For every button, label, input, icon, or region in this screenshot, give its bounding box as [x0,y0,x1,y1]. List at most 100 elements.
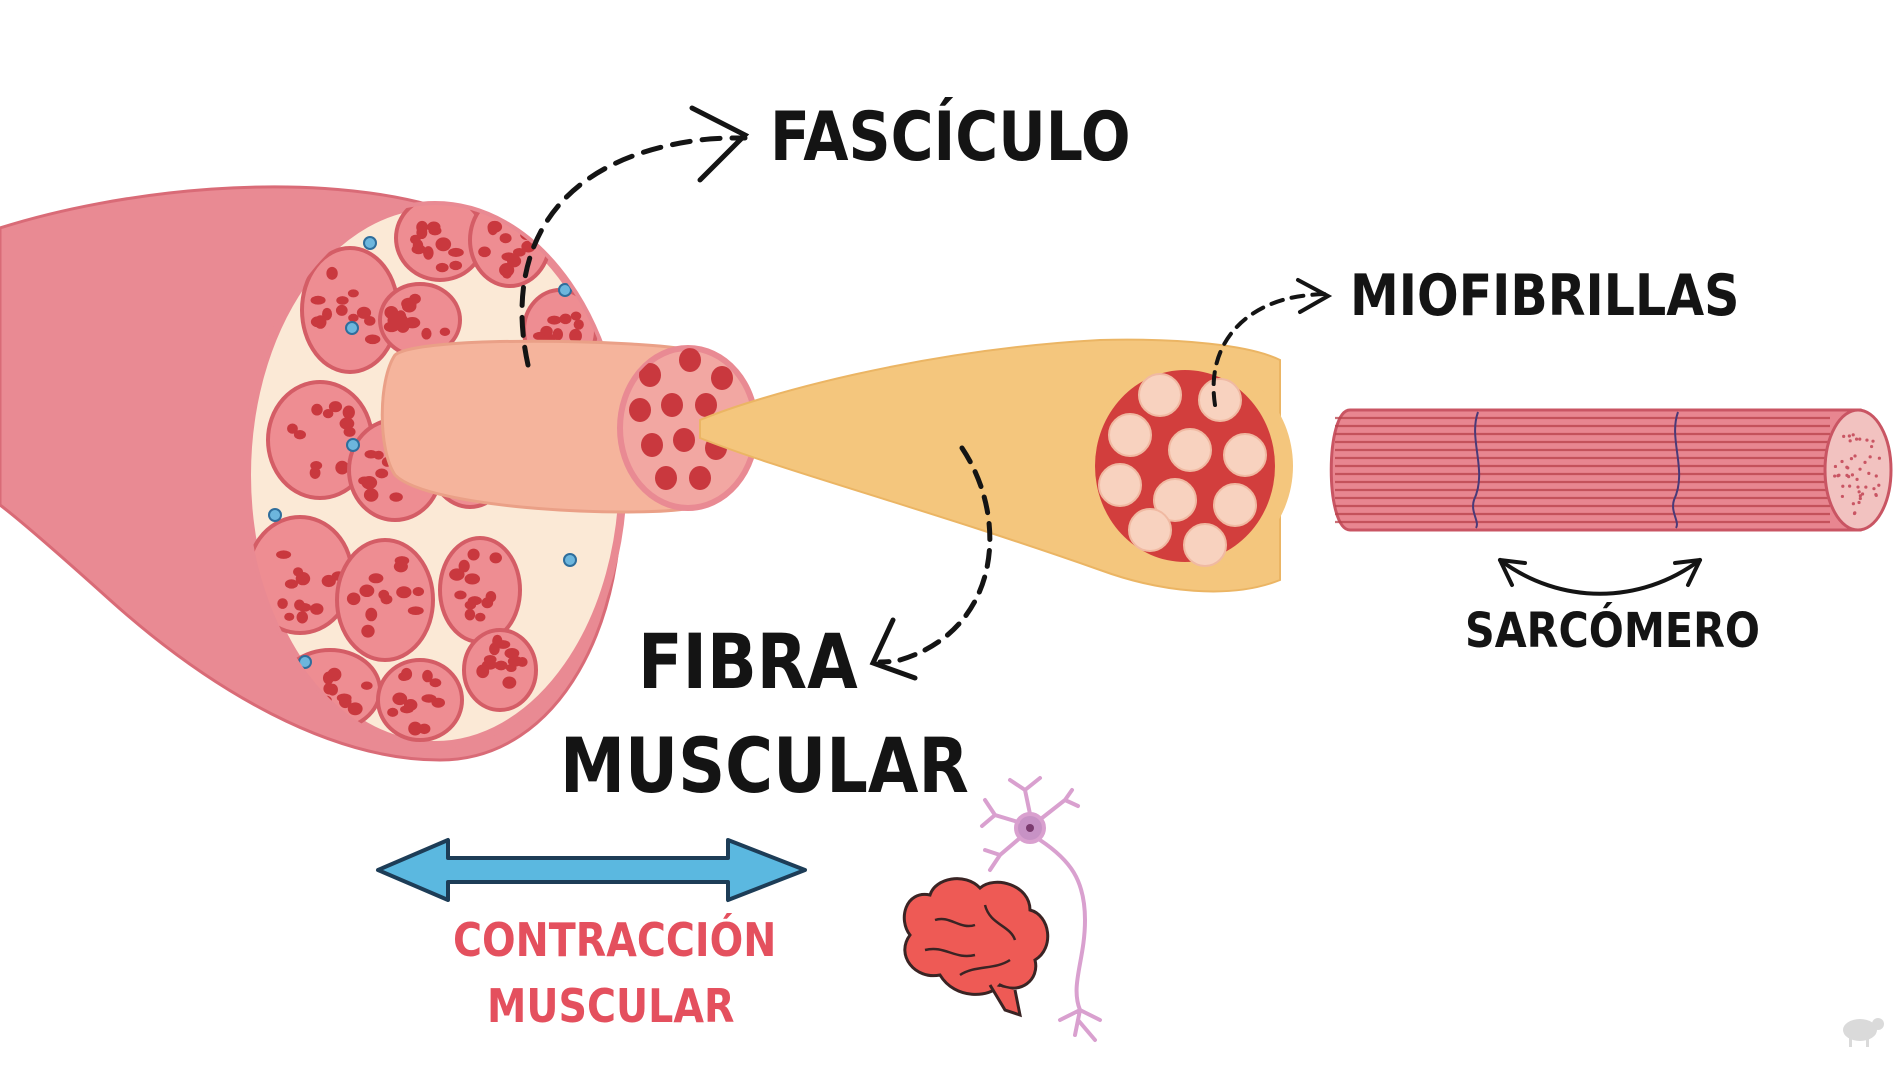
fiber-spot [679,348,701,372]
fascicle-spot [401,299,417,313]
fascicle-spot [339,417,355,430]
sarcomere-dot [1847,434,1851,438]
sarcomere-range-arrow [1498,558,1702,596]
fascicle-spot [411,244,426,255]
myofibril-circle [1128,508,1172,552]
fascicle-spot [365,607,378,622]
fascicle [438,536,522,644]
dashed-arrow-fasciculo [519,135,748,368]
fascicle-spot [396,586,412,599]
fascicle-spot [348,313,359,322]
sarcomere-dot [1869,444,1874,449]
myofibril-circle [1138,373,1182,417]
fascicle-spot [454,590,467,600]
fascicle-spot [467,596,482,606]
sarcomere-dot [1841,484,1845,488]
myofibril-circle [1153,478,1197,522]
fascicle-spot [502,676,517,689]
fascicle-spot [310,295,326,305]
label-fasciculo: FASCÍCULO [770,98,1131,177]
fascicle-spot [361,476,378,490]
sarcomere-dot [1833,464,1838,469]
sarcomere-dot [1850,473,1855,477]
sarcomere-dot [1840,459,1844,464]
myofibril-circle [1183,523,1227,567]
fascicle-spot [322,671,334,685]
fiber-spot [629,398,651,422]
nucleus-dot [268,508,282,522]
double-arrow-icon [376,838,807,902]
fascicle-spot [314,315,327,329]
fascicle-spot [392,313,408,326]
fascicle-spot [338,694,352,709]
fascicle-spot [364,449,378,459]
sarcomere-dot [1857,500,1861,505]
fascicle-spot [573,319,584,330]
fascicle-spot [359,584,375,598]
neuron-icon [980,776,1102,1042]
fascicle-spot [309,466,321,479]
fiber-spot [661,393,683,417]
label-fibra-muscular-line2: MUSCULAR [560,721,969,810]
fascicle-spot [364,315,376,326]
nucleus-dot [346,438,360,452]
sarcomere-dot [1865,438,1869,442]
fascicle-spot [311,403,323,416]
nucleus-dot [563,553,577,567]
fascicle-spot [335,460,349,475]
dashed-arrow-fibra-head [869,617,918,681]
muscle-cross-section [243,201,627,749]
sarcomere-dot [1846,466,1850,470]
sarcomere-dot [1849,457,1854,461]
label-sarcomero: SARCÓMERO [1465,603,1761,659]
sarcomere-dot [1877,456,1881,460]
fascicle-spot [476,664,490,679]
fascicle-spot [323,682,335,695]
fascicle-spot [347,702,363,716]
fascicle-spot [431,697,445,708]
fascicle-spot [467,548,480,561]
myofibril-circle [1168,428,1212,472]
sarcomere-dot [1848,484,1852,488]
fascicle-spot [517,657,528,667]
fascicle-spot [322,408,334,419]
fascicle-spot [412,587,425,597]
fascicle-spot [393,560,408,573]
sarcomere-dot [1858,437,1862,441]
nucleus-dot [363,236,377,250]
fiber-cross-section-spots [629,348,746,490]
sarcomere-dot [1857,490,1861,494]
sarcomere-dot [1856,485,1860,489]
fascicle-spot [335,304,348,316]
myofibril-tube [699,338,1293,593]
sarcomere-end-dots [1833,433,1881,516]
sarcomere-dot [1833,474,1837,478]
dashed-arrow-fibra [877,445,993,665]
sarcomere-dot [1842,434,1846,439]
fascicle-spot [284,612,295,621]
fascicle-spot [416,226,428,240]
sarcomere-dot [1837,473,1841,477]
fascicle-spot [336,296,349,305]
fascicle-spot [392,692,408,706]
sarcomere-dot [1858,494,1862,498]
fascicle-spot [569,328,582,343]
fascicle-spot [559,313,572,325]
fascicle-spot [293,567,304,577]
neuron-nucleus [1026,824,1034,832]
fiber-spot [673,428,695,452]
label-fibra-muscular-line1: FIBRA [638,617,858,706]
fascicle-spot [342,405,355,420]
label-contraccion-line2: MUSCULAR [487,979,735,1033]
sarcomere-dot [1852,511,1857,516]
fascicle-spot [404,317,421,329]
fascicle-spot [310,603,324,615]
sarcomere-cylinder [1329,408,1893,532]
sarcomere-dot [1872,487,1876,491]
fascicle-spot [501,268,512,279]
fascicle-spot [448,247,464,258]
fascicle-spot [478,246,491,258]
fascicle-spot [380,594,393,605]
